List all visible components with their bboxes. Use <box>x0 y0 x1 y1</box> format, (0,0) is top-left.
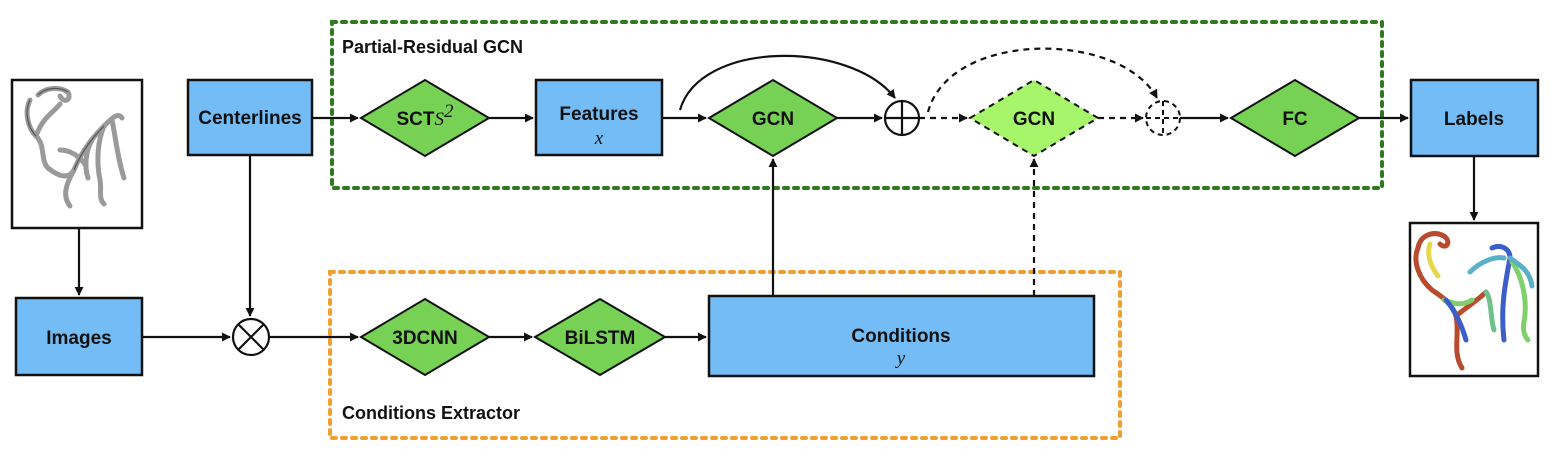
features-label: Features <box>559 104 638 125</box>
conditions-extractor-region <box>328 270 1122 440</box>
gcn-label-1: GCN <box>752 109 794 130</box>
centerlines-box <box>186 78 314 157</box>
bilstm-label: BiLSTM <box>565 328 636 349</box>
circled-plus-icon <box>883 99 921 137</box>
images-label: Images <box>46 328 111 349</box>
fc-label: FC <box>1282 109 1308 130</box>
centerlines-label: Centerlines <box>198 108 301 129</box>
images-box <box>14 296 144 377</box>
cnn3d-label: 3DCNN <box>392 328 457 349</box>
partial-residual-gcn-region <box>330 20 1384 190</box>
vessel-tree-grey-icon <box>10 78 144 230</box>
conditions-extractor-title: Conditions Extractor <box>342 403 520 423</box>
vessel-tree-colored-icon <box>1408 221 1540 378</box>
labels-label: Labels <box>1444 109 1504 130</box>
dashed-circled-plus-icon <box>1145 100 1181 136</box>
circled-times-icon <box>231 317 271 357</box>
conditions-variable: y <box>895 348 906 369</box>
sct-label: SCTS2 <box>397 101 455 130</box>
gcn-label-2: GCN <box>1013 109 1055 130</box>
features-variable: x <box>594 128 604 149</box>
flow-arrows <box>74 47 1479 342</box>
conditions-box <box>707 294 1096 378</box>
features-box <box>534 78 664 157</box>
labels-box <box>1409 78 1540 158</box>
partial-residual-gcn-title: Partial-Residual GCN <box>342 37 523 57</box>
conditions-label: Conditions <box>851 326 950 347</box>
